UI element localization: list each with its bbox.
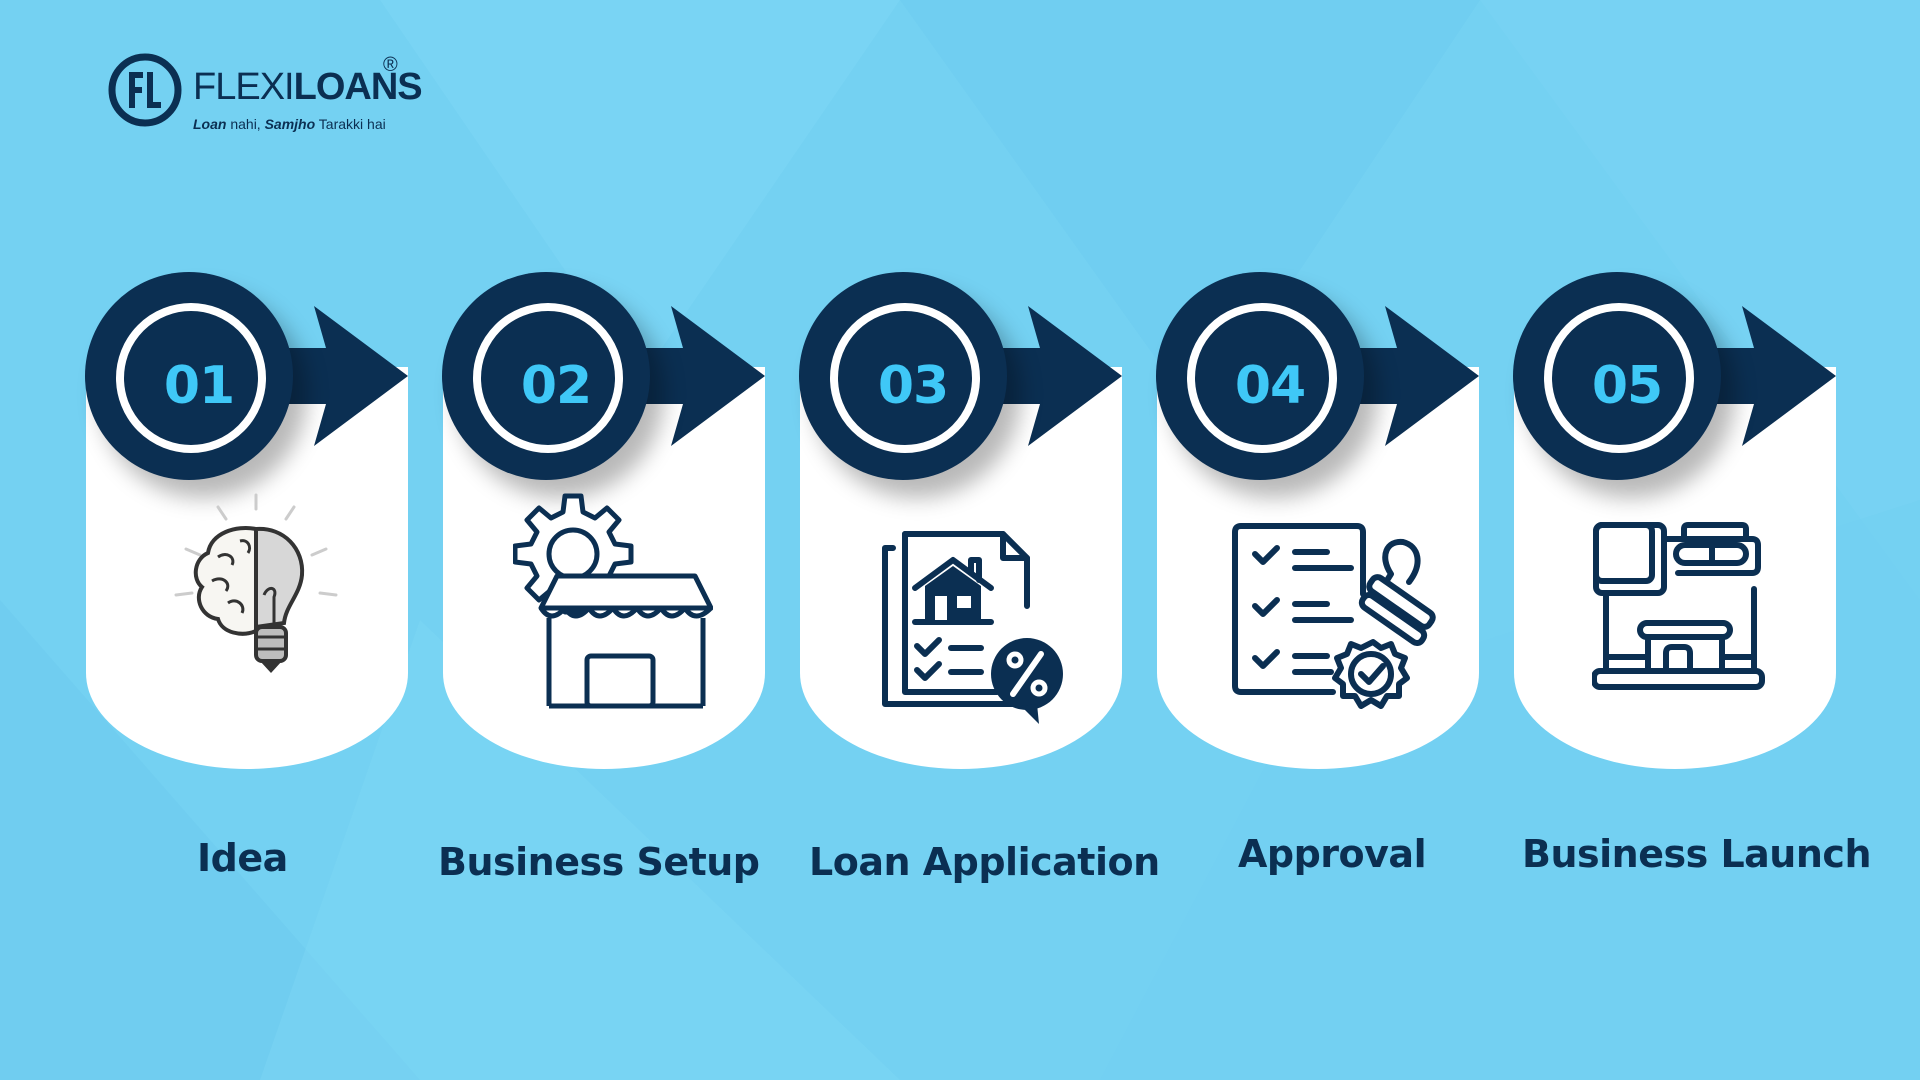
checklist-stamp-icon xyxy=(1232,523,1436,709)
step-label-business-launch: Business Launch xyxy=(1522,832,1872,876)
brand-wordmark: FLEXILOANS xyxy=(193,66,423,109)
brand-logo: FLEXILOANS ® Loan nahi, Samjho Tarakki h… xyxy=(107,52,423,136)
step-label-loan-application: Loan Application xyxy=(809,840,1160,884)
arrow-right-icon xyxy=(1624,306,1836,446)
step-number: 05 xyxy=(1591,356,1663,416)
brain-lightbulb-icon xyxy=(174,493,338,673)
step-number-badge: 01 xyxy=(85,272,293,480)
arrow-right-icon xyxy=(1267,306,1479,446)
step-number-badge: 03 xyxy=(799,272,1007,480)
step-2: 02 xyxy=(442,272,765,772)
step-5: 05 xyxy=(1513,272,1836,772)
tagline-samjho: Samjho xyxy=(264,116,316,132)
step-number-badge: 02 xyxy=(442,272,650,480)
storefront-icon xyxy=(1592,522,1765,690)
step-1: 01 xyxy=(85,272,408,772)
arrow-right-icon xyxy=(196,306,408,446)
tagline-loan: Loan xyxy=(193,116,227,132)
document-house-percent-icon xyxy=(882,531,1063,724)
registered-mark: ® xyxy=(383,54,398,76)
brand-tagline: Loan nahi, Samjho Tarakki hai xyxy=(193,116,386,132)
step-label-idea: Idea xyxy=(197,836,288,880)
step-3: 03 xyxy=(799,272,1122,772)
tagline-nahi: nahi, xyxy=(226,116,265,132)
brand-name-bold: LOANS xyxy=(293,66,423,108)
step-label-business-setup: Business Setup xyxy=(438,840,760,884)
step-number: 04 xyxy=(1234,356,1306,416)
step-number-badge: 05 xyxy=(1513,272,1721,480)
step-number: 03 xyxy=(877,356,949,416)
brand-name-light: FLEXI xyxy=(193,66,295,108)
step-4: 04 xyxy=(1156,272,1479,772)
gear-shop-icon xyxy=(513,493,713,709)
step-number: 02 xyxy=(520,356,592,416)
tagline-tarakki: Tarakki hai xyxy=(315,116,386,132)
step-number: 01 xyxy=(163,356,235,416)
step-label-approval: Approval xyxy=(1238,832,1427,876)
step-number-badge: 04 xyxy=(1156,272,1364,480)
flexiloans-monogram-icon xyxy=(108,53,182,127)
arrow-right-icon xyxy=(553,306,765,446)
arrow-right-icon xyxy=(910,306,1122,446)
